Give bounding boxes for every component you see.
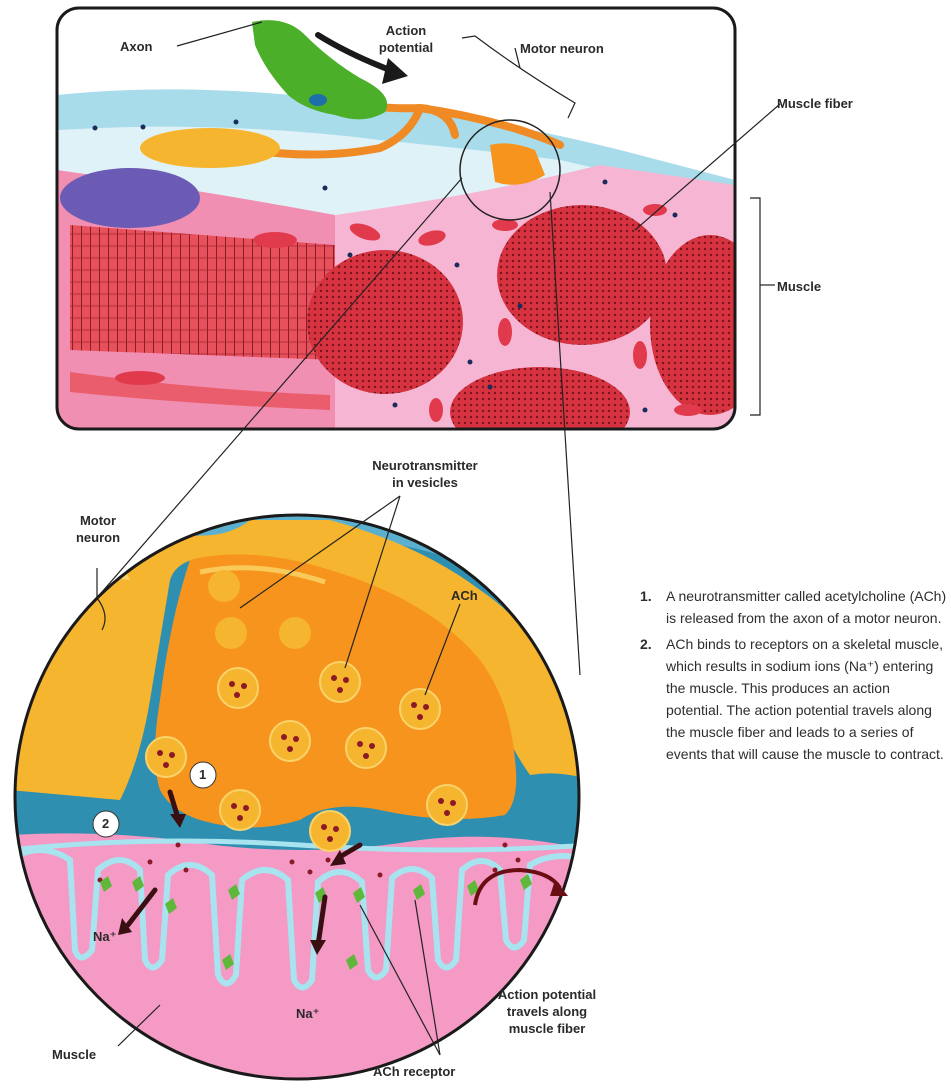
label-ap-travels-line3: muscle fiber	[472, 1020, 622, 1037]
steps-description: 1. A neurotransmitter called acetylcholi…	[640, 585, 950, 769]
label-ach: ACh	[451, 587, 478, 604]
muscle-fiber-cross-section	[307, 250, 463, 394]
label-ach-receptor: ACh receptor	[373, 1063, 455, 1080]
step-badge-2-number: 2	[102, 815, 109, 832]
label-muscle-fiber: Muscle fiber	[777, 95, 853, 112]
step-item-1: 1. A neurotransmitter called acetylcholi…	[640, 585, 950, 629]
step-badge-1-number: 1	[199, 766, 206, 783]
step-number: 2.	[640, 633, 652, 655]
step-number: 1.	[640, 585, 652, 607]
step-text: A neurotransmitter called acetylcholine …	[666, 588, 946, 626]
muscle-nucleus	[60, 168, 200, 228]
step-item-2: 2. ACh binds to receptors on a skeletal …	[640, 633, 950, 765]
label-motor-neuron-top: Motor neuron	[520, 40, 604, 57]
label-motor-neuron-line2: neuron	[58, 529, 138, 546]
myofibril-striations	[70, 225, 335, 360]
label-motor-neuron: Motor neuron	[58, 512, 138, 546]
label-na-bottom: Na⁺	[296, 1005, 319, 1022]
label-motor-neuron-line1: Motor	[58, 512, 138, 529]
synaptic-terminal	[140, 128, 280, 168]
label-neurotransmitter: Neurotransmitter in vesicles	[350, 457, 500, 491]
label-muscle-right: Muscle	[777, 278, 821, 295]
label-neurotransmitter-line2: in vesicles	[350, 474, 500, 491]
label-neurotransmitter-line1: Neurotransmitter	[350, 457, 500, 474]
label-na-left: Na⁺	[93, 928, 116, 945]
label-ap-travels: Action potential travels along muscle fi…	[472, 986, 622, 1037]
label-ap-travels-line2: travels along	[472, 1003, 622, 1020]
label-axon: Axon	[120, 38, 153, 55]
label-action-potential: Action potential	[366, 22, 446, 56]
label-action-potential-line1: Action	[366, 22, 446, 39]
label-action-potential-line2: potential	[366, 39, 446, 56]
step-text: ACh binds to receptors on a skeletal mus…	[666, 636, 944, 762]
label-muscle-bottom: Muscle	[52, 1046, 96, 1063]
top-panel	[57, 8, 770, 457]
label-ap-travels-line1: Action potential	[472, 986, 622, 1003]
